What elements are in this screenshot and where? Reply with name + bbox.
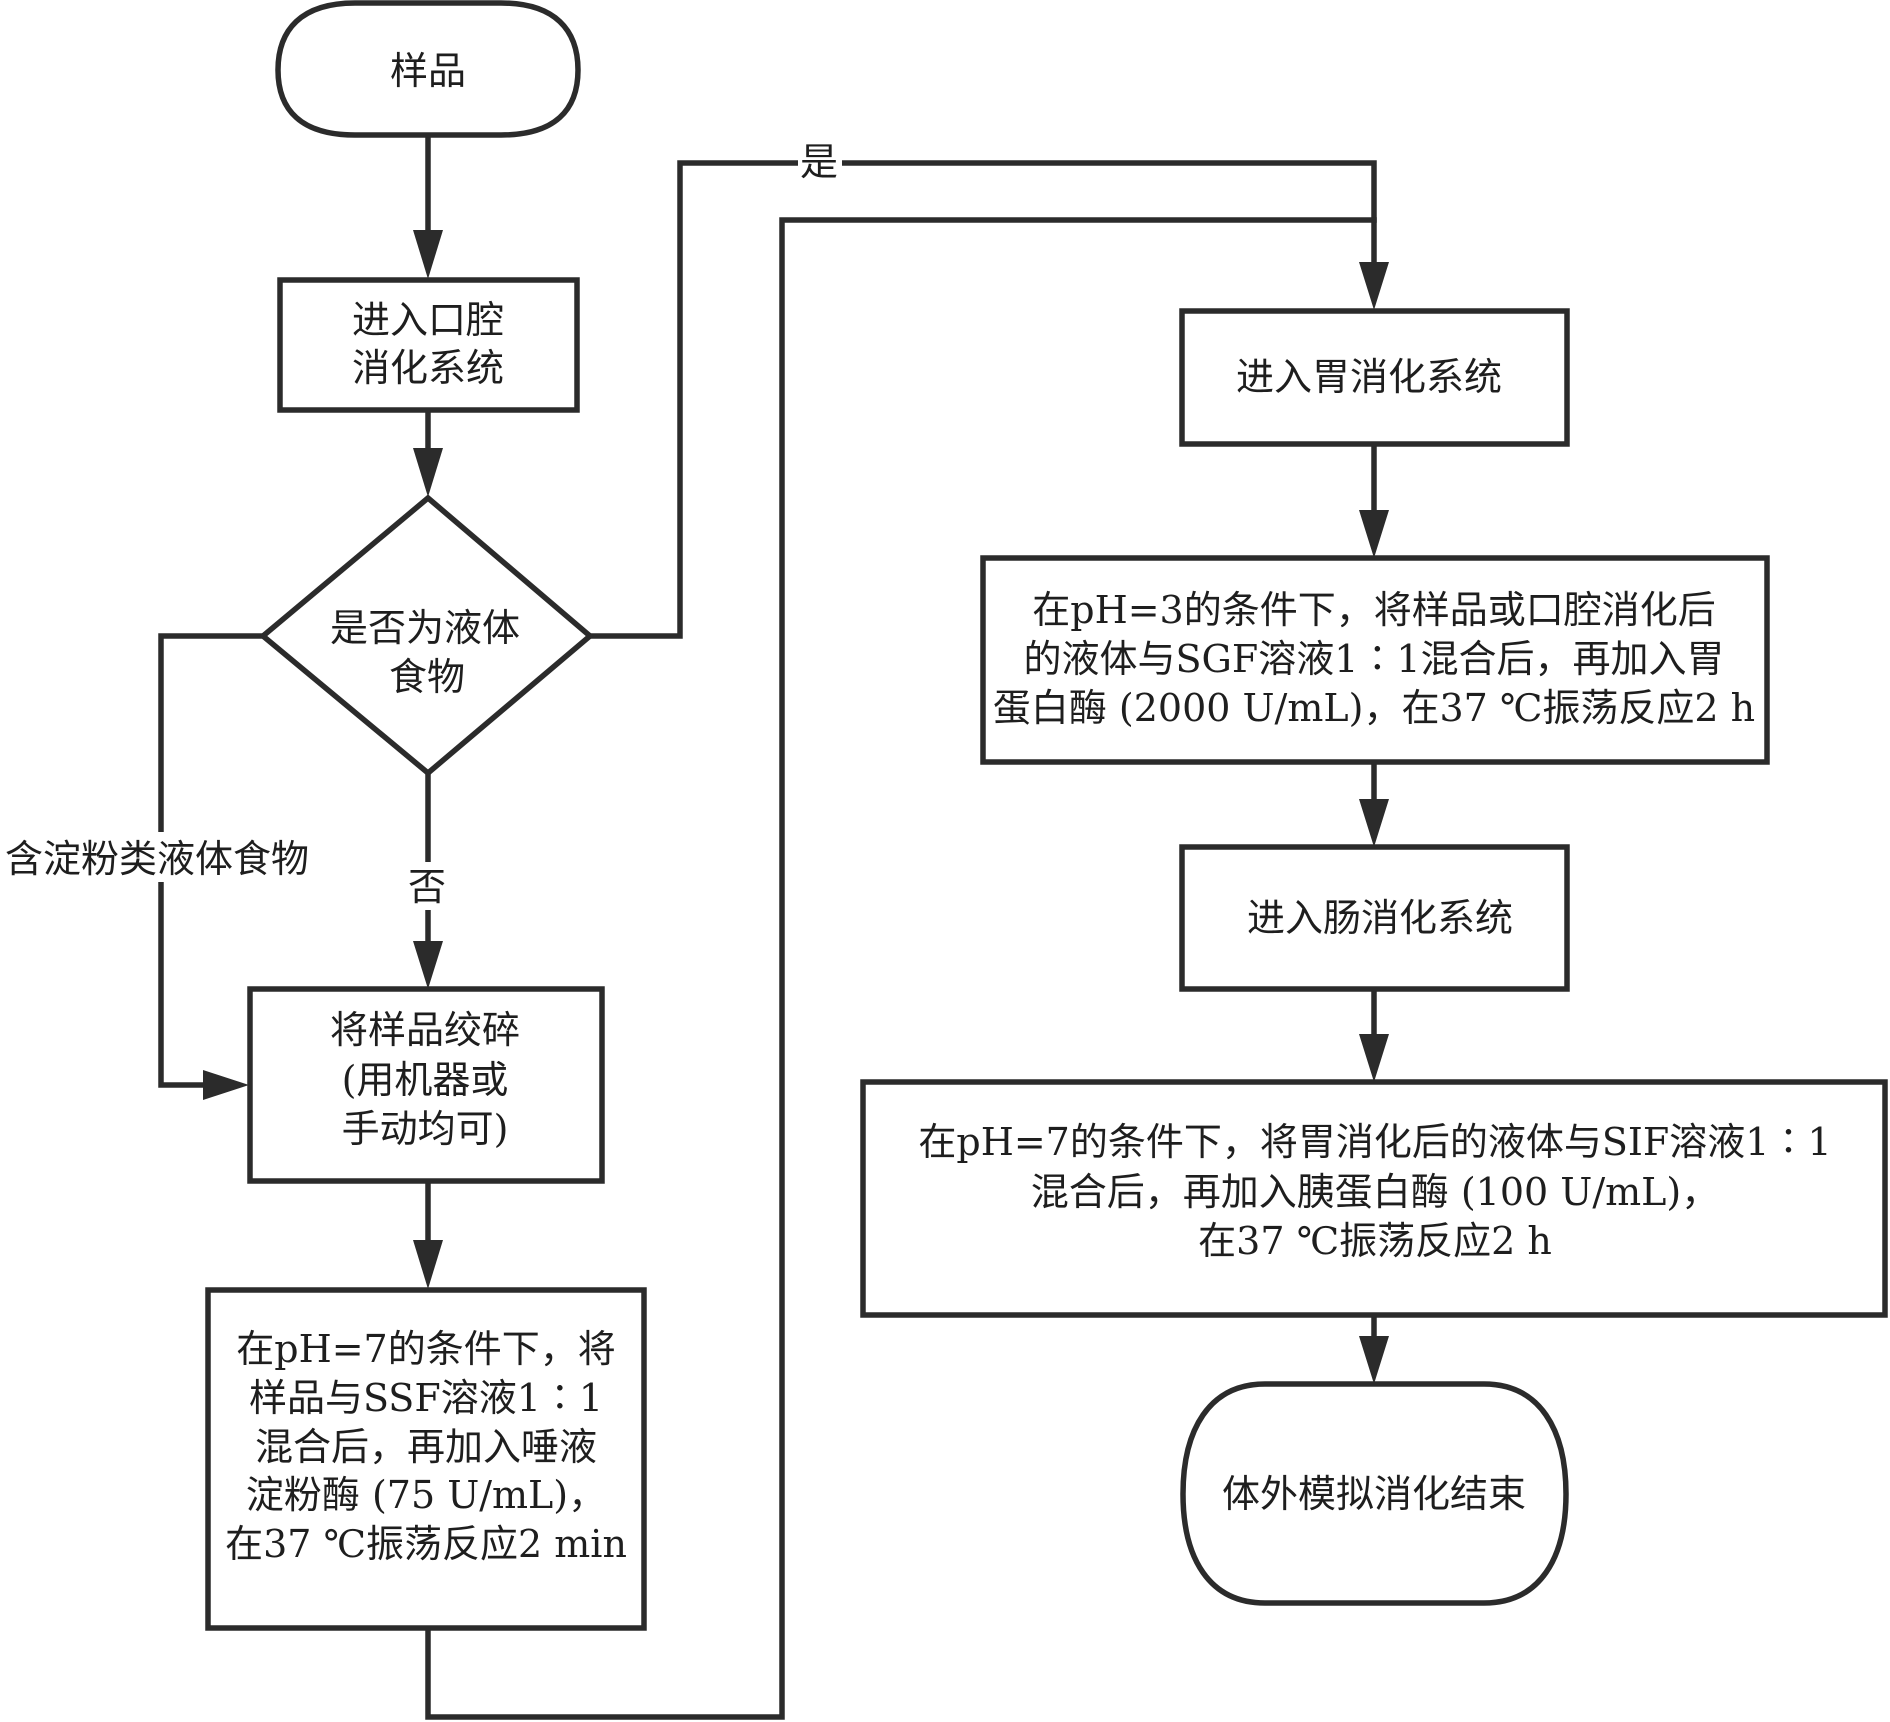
node-oral-label-line-2: 消化系统	[352, 346, 504, 390]
decision-shape	[258, 494, 595, 777]
node-gastric-label: 进入胃消化系统	[1236, 355, 1502, 399]
edge-label-starch-bg	[2, 832, 334, 882]
node-intestine-digest-label-line-1: 在pH=7的条件下，将胃消化后的液体与SIF溶液1∶1	[918, 1120, 1831, 1164]
node-oral-digest-label-line-2: 样品与SSF溶液1∶1	[249, 1376, 603, 1420]
edge-label-starch-liquid: 含淀粉类液体食物	[5, 837, 309, 881]
node-oral-label-line-1: 进入口腔	[352, 298, 504, 342]
node-intestine-digest-label-line-2: 混合后，再加入胰蛋白酶 (100 U/mL)，	[1031, 1170, 1719, 1214]
arrowhead-down-icon	[1359, 262, 1389, 310]
node-intestine-digest-label-line-3: 在37 ℃振荡反应2 h	[1198, 1219, 1552, 1263]
process-shape	[1179, 844, 1570, 992]
node-gastric-digest-label-line-2: 的液体与SGF溶液1∶1混合后，再加入胃	[1023, 637, 1724, 681]
node-gastric: 进入胃消化系统	[1179, 308, 1570, 447]
process-shape	[980, 555, 1770, 765]
node-oral-digest-label-line-4: 淀粉酶 (75 U/mL)，	[246, 1473, 606, 1517]
process-shape	[1179, 308, 1570, 447]
edge-label-yes: 是	[800, 140, 838, 184]
edge-decision-to-gastric-yes	[587, 160, 1377, 639]
arrowhead-down-icon	[413, 941, 443, 989]
process-shape	[205, 1287, 647, 1631]
node-oral-digest-label-line-5: 在37 ℃振荡反应2 min	[225, 1522, 627, 1566]
node-end: 体外模拟消化结束	[1180, 1381, 1569, 1606]
connectors	[158, 133, 1389, 1720]
edge-label-yes-bg	[798, 140, 842, 184]
node-decision: 是否为液体 食物	[258, 494, 595, 777]
arrowhead-down-icon	[413, 448, 443, 497]
edge-label-no-bg	[405, 862, 451, 910]
node-mince-label-line-2: (用机器或	[342, 1058, 509, 1102]
arrowhead-down-icon	[413, 230, 443, 279]
arrowhead-right-icon	[203, 1070, 249, 1100]
arrowhead-down-icon	[413, 1240, 443, 1289]
node-gastric-digest: 在pH=3的条件下，将样品或口腔消化后 的液体与SGF溶液1∶1混合后，再加入胃…	[980, 555, 1770, 765]
node-intestine-digest: 在pH=7的条件下，将胃消化后的液体与SIF溶液1∶1 混合后，再加入胰蛋白酶 …	[860, 1079, 1888, 1318]
node-intestine-label: 进入肠消化系统	[1247, 896, 1513, 940]
process-shape	[247, 986, 605, 1184]
terminator-shape	[1180, 1381, 1569, 1606]
process-shape	[860, 1079, 1888, 1318]
node-gastric-digest-label-line-3: 蛋白酶 (2000 U/mL)，在37 ℃振荡反应2 h	[993, 686, 1755, 730]
node-intestine: 进入肠消化系统	[1179, 844, 1570, 992]
edge-label-no: 否	[408, 865, 446, 909]
node-start-label: 样品	[390, 49, 466, 93]
arrowhead-down-icon	[1359, 1336, 1389, 1384]
node-gastric-digest-label-line-1: 在pH=3的条件下，将样品或口腔消化后	[1032, 588, 1715, 632]
node-oral: 进入口腔 消化系统	[277, 277, 580, 413]
node-start: 样品	[275, 0, 581, 138]
node-mince: 将样品绞碎 (用机器或 手动均可)	[247, 986, 605, 1184]
node-decision-label-line-1: 是否为液体	[330, 606, 520, 650]
edge-labels: 是 否 含淀粉类液体食物	[2, 140, 842, 910]
terminator-shape	[275, 0, 581, 138]
node-oral-digest-label-line-1: 在pH=7的条件下，将	[236, 1327, 615, 1371]
node-oral-digest: 在pH=7的条件下，将 样品与SSF溶液1∶1 混合后，再加入唾液 淀粉酶 (7…	[205, 1287, 647, 1631]
node-oral-digest-label-line-3: 混合后，再加入唾液	[255, 1425, 597, 1469]
node-end-label: 体外模拟消化结束	[1222, 1472, 1526, 1516]
arrowhead-down-icon	[1359, 1034, 1389, 1082]
arrowhead-down-icon	[1359, 510, 1389, 558]
node-mince-label-line-1: 将样品绞碎	[330, 1008, 520, 1052]
edge-oral-digest-to-gastric	[425, 217, 1377, 1720]
node-decision-label-line-2: 食物	[389, 655, 465, 699]
process-shape	[277, 277, 580, 413]
node-mince-label-line-3: 手动均可)	[342, 1107, 509, 1151]
arrowhead-down-icon	[1359, 799, 1389, 847]
